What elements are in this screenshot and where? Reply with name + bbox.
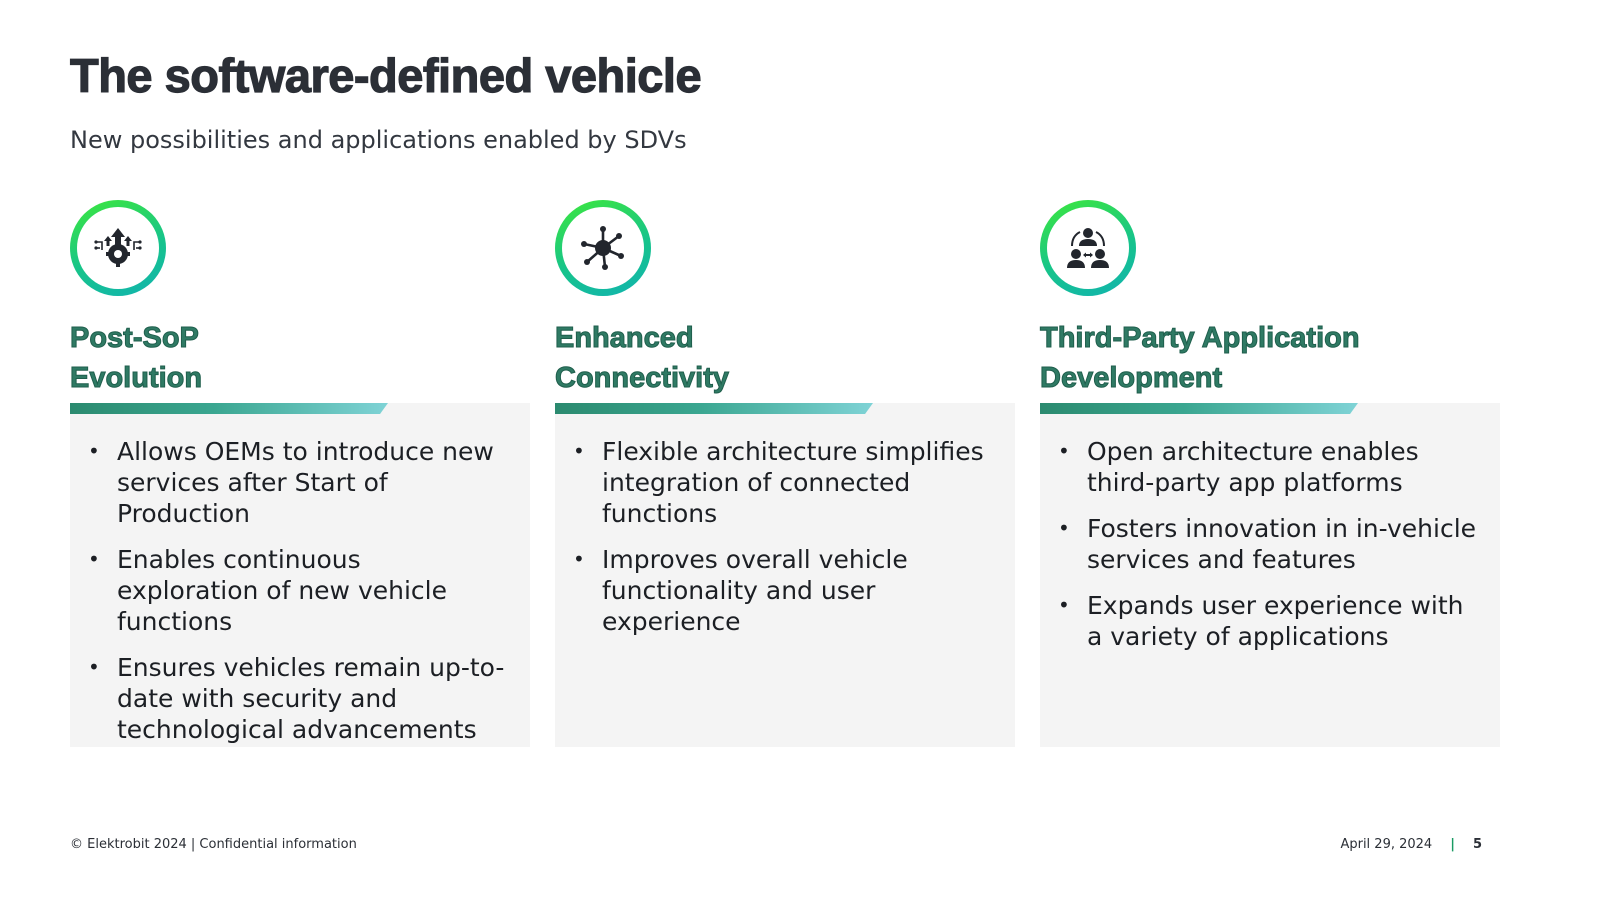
bullet-text: Improves overall vehicle functionality a… [602, 545, 908, 636]
content-card [1040, 403, 1500, 747]
list-item: • Fosters innovation in in-vehicle servic… [1058, 513, 1478, 575]
bullet-icon: • [1058, 439, 1070, 463]
list-item: • Improves overall vehicle functionality … [573, 544, 993, 637]
column-heading: Post-SoP Evolution [69, 318, 530, 398]
footer-separator: | [1450, 837, 1455, 852]
heading-line-1: Third-Party Application [1040, 322, 1361, 355]
accent-bar [70, 403, 388, 414]
bullet-icon: • [88, 655, 100, 679]
bullet-text: Ensures vehicles remain up-to-date with … [117, 653, 505, 744]
footer-date: April 29, 2024 [1340, 837, 1433, 852]
slide-title: The software-defined vehicle [69, 49, 702, 102]
content-card [70, 403, 530, 747]
network-hub-icon [555, 200, 651, 296]
bullet-text: Enables continuous exploration of new ve… [117, 545, 447, 636]
column-heading: Third-Party Application Development [1039, 318, 1500, 398]
people-collaboration-icon [1040, 200, 1136, 296]
column-heading: Enhanced Connectivity [554, 318, 1015, 398]
bullet-text: Fosters innovation in in-vehicle service… [1087, 514, 1477, 574]
gear-upgrade-icon [70, 200, 166, 296]
page-number: 5 [1472, 837, 1482, 852]
list-item: • Flexible architecture simplifies integr… [573, 436, 993, 529]
bullet-list: • Open architecture enables third-party a… [1058, 436, 1478, 667]
heading-line-2: Connectivity [554, 362, 730, 395]
heading-line-1: Post-SoP [70, 322, 200, 355]
bullet-list: • Flexible architecture simplifies integr… [573, 436, 993, 652]
slide-subtitle: New possibilities and applications enabl… [70, 126, 687, 154]
bullet-icon: • [1058, 593, 1070, 617]
bullet-icon: • [88, 439, 100, 463]
heading-line-2: Evolution [69, 362, 203, 395]
list-item: • Enables continuous exploration of new v… [88, 544, 508, 637]
heading-line-2: Development [1039, 362, 1223, 395]
bullet-text: Flexible architecture simplifies integra… [602, 437, 984, 528]
bullet-text: Expands user experience with a variety o… [1087, 591, 1464, 651]
list-item: • Ensures vehicles remain up-to-date with… [88, 652, 508, 745]
bullet-text: Open architecture enables third-party ap… [1087, 437, 1419, 497]
accent-bar [1040, 403, 1358, 414]
footer-meta: April 29, 2024 | 5 [1340, 837, 1482, 852]
heading-line-1: Enhanced [555, 322, 695, 355]
list-item: • Expands user experience with a variety … [1058, 590, 1478, 652]
content-card [555, 403, 1015, 747]
bullet-icon: • [1058, 516, 1070, 540]
accent-bar [555, 403, 873, 414]
list-item: • Allows OEMs to introduce new services a… [88, 436, 508, 529]
bullet-list: • Allows OEMs to introduce new services a… [88, 436, 508, 760]
column-enhanced-connectivity: Enhanced Connectivity • Flexible architec… [554, 200, 1015, 747]
bullet-text: Allows OEMs to introduce new services af… [117, 437, 494, 528]
bullet-icon: • [573, 547, 585, 571]
footer-copyright: © Elektrobit 2024 | Confidential informa… [70, 837, 357, 852]
list-item: • Open architecture enables third-party a… [1058, 436, 1478, 498]
bullet-icon: • [88, 547, 100, 571]
bullet-icon: • [573, 439, 585, 463]
column-post-sop: Post-SoP Evolution • Allows OEMs to intro… [69, 200, 530, 747]
column-third-party-apps: Third-Party Application Development • Ope… [1039, 200, 1500, 747]
